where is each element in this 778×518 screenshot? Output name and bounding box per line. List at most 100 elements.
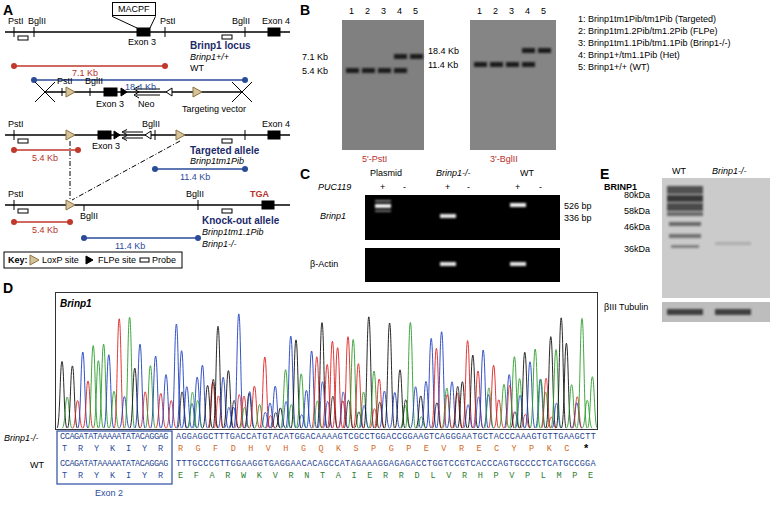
domain-box: MACPF: [112, 2, 156, 16]
southern-blot-part-part: [538, 48, 551, 53]
trace-peak: [360, 405, 369, 428]
western-blot-part-part: [667, 186, 703, 194]
figure-label: T R Y K I Y R: [62, 445, 166, 455]
figure-label: CCAGATATAAAAATATACAGGAG: [60, 433, 168, 443]
trace-peak: [119, 397, 129, 428]
western-blot-part-part: [715, 309, 751, 315]
trace-peak: [582, 400, 592, 428]
figure-label: -: [403, 182, 406, 192]
trace-peak: [83, 381, 93, 428]
figure-label: 46kDa: [624, 222, 650, 232]
figure-label: Plasmid: [370, 168, 402, 178]
figure-label: Brinp1: [320, 211, 346, 221]
western-blot-part-part: [671, 245, 699, 248]
figure-label: BglII: [186, 189, 204, 199]
figure-label: 5: [413, 6, 418, 16]
figure-label: Exon 3: [96, 99, 124, 109]
southern-blot-part-part: [410, 54, 423, 59]
western-blot: [662, 178, 770, 322]
figure-label: 2: [365, 6, 370, 16]
targeted-allele-part: [14, 130, 15, 140]
figure-label: 3: [381, 6, 386, 16]
figure-label: WT: [672, 166, 686, 176]
pcr-gel-part: [365, 195, 560, 240]
key-box-part: [140, 258, 149, 262]
size-lines-part: [84, 237, 198, 239]
trace-peak: [135, 344, 145, 428]
figure-label: Key:: [8, 255, 28, 265]
trace-peak: [214, 396, 223, 428]
southern-blot-part-part: [506, 62, 519, 67]
figure-label: +: [380, 182, 385, 192]
node-leaders: [112, 16, 156, 28]
knockout-allele-part: [14, 200, 15, 210]
figure-label: Exon 3: [128, 37, 156, 47]
legend-text: FLPe site: [98, 255, 136, 265]
southern-blot-part-part: [378, 68, 391, 73]
figure-label: β-Actin: [310, 259, 338, 269]
figure-label: PstI: [8, 189, 24, 199]
figure-label: 11.4 Kb: [428, 60, 458, 70]
southern-blot-part-part: [346, 68, 359, 73]
wt-locus-part: [18, 36, 28, 40]
panel-letter: C: [300, 166, 310, 182]
figure-label: Brinp1 locus: [190, 40, 251, 52]
wt-locus-part: [14, 27, 15, 37]
trace-peak: [359, 392, 369, 428]
figure-label: 5: Brinp1+/+ (WT): [578, 62, 650, 72]
southern-blot-part: [342, 20, 424, 150]
trace-peak: [432, 403, 441, 428]
figure-label: Neo: [138, 99, 155, 109]
figure-label: 7.1 Kb: [302, 52, 328, 62]
trace-peak: [151, 356, 161, 428]
trace-peak: [567, 385, 577, 428]
pcr-gel-part-part: [510, 262, 526, 266]
western-blot-part: [667, 186, 751, 315]
leader-line: [112, 16, 137, 28]
targeted-allele-part: [98, 131, 111, 139]
figure-label: 36kDa: [624, 244, 650, 254]
figure-label: 1: Brinp1tm1Pib/tm1Pib (Targeted): [578, 14, 716, 24]
wt-locus-part: [222, 35, 232, 39]
trace-peak: [573, 397, 582, 428]
trace-peak: [385, 323, 395, 428]
trace-peak: [464, 405, 473, 428]
pcr-gel-part: [375, 200, 526, 266]
trace-peak: [104, 355, 114, 428]
southern-blot-part-part: [394, 68, 407, 73]
trace-peak: [62, 397, 72, 428]
trace-peak: [542, 378, 551, 428]
figure-label: 336 bp: [564, 213, 592, 223]
leader-line: [150, 16, 156, 28]
knockout-allele-part: [18, 209, 28, 213]
figure-label: 5.4 Kb: [32, 153, 58, 163]
figure-label: 2: Brinp1tm1.2Pib/tm1.2Pib (FLPe): [578, 26, 718, 36]
figure-label: +: [515, 182, 520, 192]
trace-peak: [484, 388, 493, 428]
wt-locus-part: [245, 27, 246, 37]
figure-label: TGA: [250, 189, 269, 199]
legend-text: Probe: [152, 255, 176, 265]
figure-label: 11.4 Kb: [115, 241, 145, 251]
targeted-allele-part: [66, 130, 75, 140]
targeted-allele-part: [176, 130, 185, 140]
figure-label: 80kDa: [624, 190, 650, 200]
figure-label: 3: [509, 6, 514, 16]
trace-peak: [270, 386, 280, 428]
trace-peak: [457, 382, 467, 428]
trace-peak: [193, 400, 202, 428]
trace-peak: [561, 343, 571, 428]
panel-letter: D: [3, 280, 13, 296]
figure-label: WT: [190, 63, 204, 73]
figure-label: BglII: [80, 211, 98, 221]
figure-label: Knock-out allele: [202, 215, 279, 227]
node-text: MACPF: [118, 4, 150, 14]
targeted-allele: [5, 130, 290, 201]
figure-label: Brinp1-/-: [202, 239, 237, 249]
figure-label: 5.4 Kb: [32, 225, 58, 235]
pcr-gel-part-part: [375, 204, 391, 208]
pcr-gel-part-part: [375, 200, 391, 202]
figure-label: Exon 4: [262, 119, 290, 129]
trace-peak: [67, 366, 77, 428]
southern-blot-part-part: [522, 48, 535, 53]
